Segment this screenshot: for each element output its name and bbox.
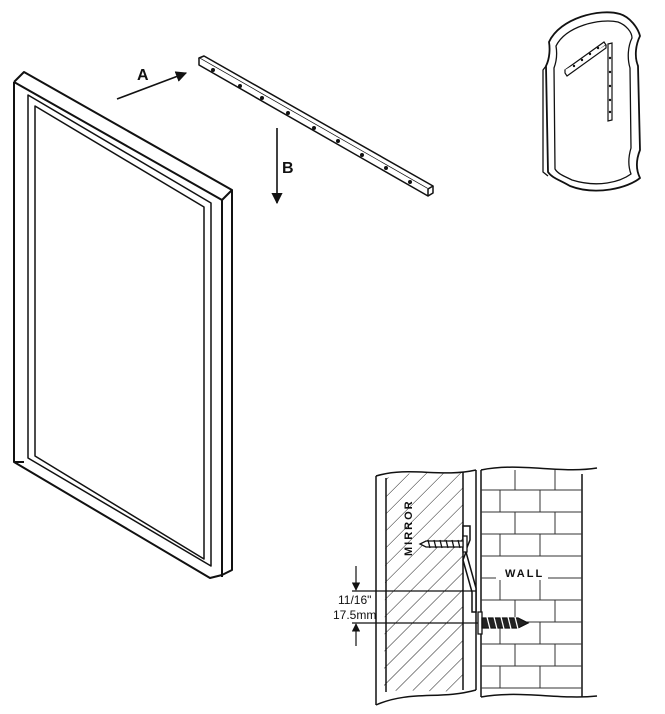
arrow-a [116, 71, 188, 100]
rectangular-mirror [13, 71, 233, 579]
mirror-screw [418, 535, 468, 553]
wall-label: WALL [505, 568, 544, 580]
mirror-label: MIRROR [403, 499, 415, 556]
gap-imperial-label: 11/16" [338, 593, 371, 607]
shaped-mirror-rails [564, 41, 613, 122]
mounting-rail [198, 55, 434, 197]
wall-cross-section [480, 466, 598, 698]
shaped-mirror [542, 11, 641, 192]
wall-screw [477, 611, 530, 635]
mirror-cross-section [375, 469, 477, 706]
gap-metric-label: 17.5mm [333, 608, 376, 622]
gap-dimension [351, 566, 478, 646]
shaped-mirror-rail-holes [572, 46, 612, 114]
arrow-a-label: A [137, 67, 149, 84]
rail-holes [211, 68, 412, 184]
arrow-b-label: B [282, 160, 294, 177]
